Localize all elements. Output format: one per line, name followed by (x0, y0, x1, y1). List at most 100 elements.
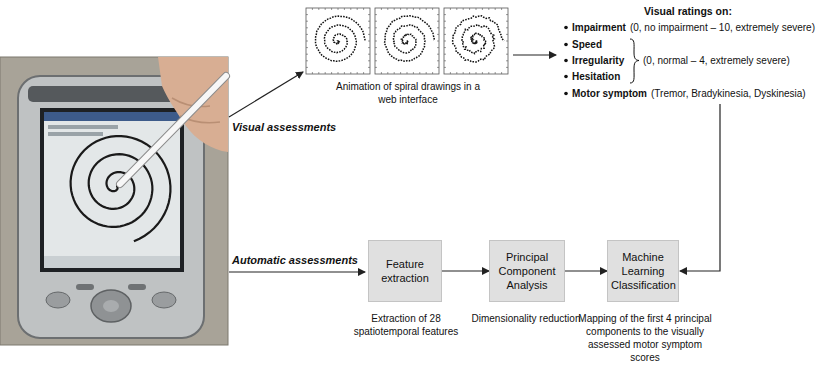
step-description: Mapping of the first 4 principal compone… (574, 312, 716, 364)
plot-tick (344, 8, 345, 10)
bullet (564, 59, 568, 63)
plot-tick (437, 54, 439, 55)
bullet (564, 43, 568, 47)
plot-tick (444, 54, 446, 55)
plot-tick (444, 21, 446, 22)
plot-tick (488, 72, 489, 74)
visual-arrow (229, 72, 303, 117)
plot-tick (306, 27, 308, 28)
plot-tick (506, 67, 508, 68)
bullet (564, 92, 568, 96)
plot-tick (501, 8, 502, 10)
plot-tick (306, 67, 308, 68)
plot-tick (375, 54, 377, 55)
automatic-arrow (229, 271, 365, 272)
plot-tick (387, 8, 388, 10)
plot-tick (437, 34, 439, 35)
plot-frame (444, 8, 508, 74)
device-photo (0, 57, 228, 345)
flow-arrow (442, 270, 489, 271)
plot-tick (506, 60, 508, 61)
box-content: Machine Learning Classification (611, 250, 675, 292)
plot-tick (506, 14, 508, 15)
plot-tick (375, 34, 377, 35)
plot-tick (506, 54, 508, 55)
spiral-trace (384, 16, 434, 62)
plot-tick (495, 72, 496, 74)
feedback-line (680, 104, 720, 271)
plot-tick (394, 72, 395, 74)
plot-tick (482, 8, 483, 10)
plot-tick (325, 8, 326, 10)
step-description: Extraction of 28 spatiotemporal features (348, 312, 464, 338)
rating-name: Irregularity (572, 54, 624, 67)
plot-tick (368, 41, 370, 42)
flow-arrow (565, 270, 607, 271)
caption-text: Animation of spiral drawings in a web in… (332, 80, 484, 106)
plot-tick (437, 27, 439, 28)
plot-tick (456, 72, 457, 74)
rating-scale: (Tremor, Bradykinesia, Dyskinesia) (651, 87, 806, 100)
plot-tick (400, 8, 401, 10)
plot-tick (318, 72, 319, 74)
plot-tick (338, 72, 339, 74)
step-description: Dimensionality reduction (470, 312, 582, 325)
box-text: Machine Learning Classification (611, 250, 675, 292)
plot-tick (444, 41, 446, 42)
plot-tick (426, 72, 427, 74)
spiral-trace (453, 16, 505, 62)
plot-tick (437, 14, 439, 15)
plot-tick (469, 8, 470, 10)
plot-tick (306, 21, 308, 22)
plot-tick (469, 72, 470, 74)
plot-tick (501, 72, 502, 74)
plot-tick (488, 8, 489, 10)
plot-tick (437, 60, 439, 61)
plot-tick (444, 47, 446, 48)
plot-tick (444, 67, 446, 68)
plot-tick (375, 67, 377, 68)
rating-scale: (0, normal – 4, extremely severe) (643, 54, 790, 67)
plot-tick (375, 14, 377, 15)
plot-tick (450, 72, 451, 74)
process-box: Machine Learning Classification (607, 240, 679, 302)
plot-tick (312, 72, 313, 74)
plot-tick (318, 8, 319, 10)
plot-tick (482, 72, 483, 74)
plot-tick (368, 47, 370, 48)
plot-tick (476, 72, 477, 74)
plot-frame (375, 8, 439, 74)
plot-tick (306, 34, 308, 35)
plot-tick (368, 67, 370, 68)
box-content: Principal Component Analysis (493, 250, 561, 292)
plot-tick (368, 27, 370, 28)
plot-tick (506, 34, 508, 35)
plot-tick (375, 27, 377, 28)
plot-tick (325, 72, 326, 74)
plot-tick (413, 8, 414, 10)
spiral-trace (316, 16, 366, 61)
box-text: Principal Component Analysis (493, 250, 561, 292)
plot-tick (400, 72, 401, 74)
plot-tick (407, 8, 408, 10)
plot-tick (413, 72, 414, 74)
plot-tick (444, 60, 446, 61)
plot-tick (506, 21, 508, 22)
plot-tick (419, 72, 420, 74)
plot-tick (306, 41, 308, 42)
plot-tick (357, 72, 358, 74)
plot-tick (331, 8, 332, 10)
box-text: Feature extraction (372, 257, 438, 285)
plot-tick (407, 72, 408, 74)
plot-tick (437, 47, 439, 48)
plot-tick (306, 54, 308, 55)
plot-tick (444, 34, 446, 35)
plot-tick (476, 8, 477, 10)
plot-tick (306, 14, 308, 15)
rating-scale: (0, no impairment – 10, extremely severe… (630, 21, 815, 34)
plot-tick (312, 8, 313, 10)
plot-tick (463, 8, 464, 10)
plot-tick (387, 72, 388, 74)
plot-tick (381, 8, 382, 10)
